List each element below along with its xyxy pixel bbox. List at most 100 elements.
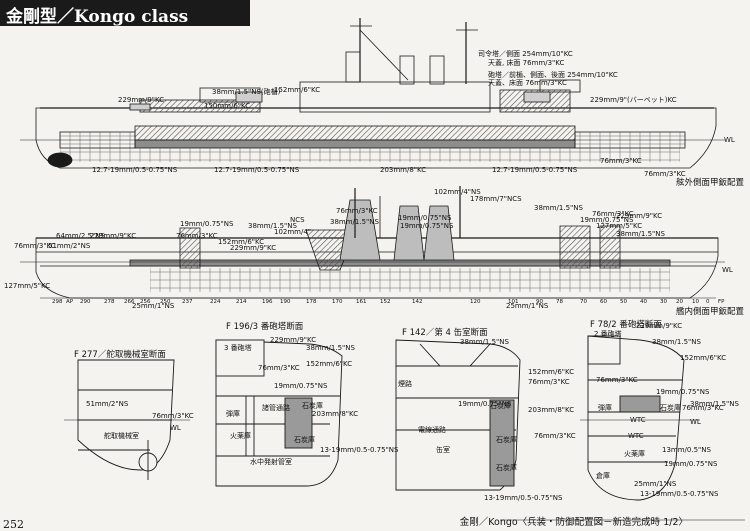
section-label: 2 番砲塔 (594, 330, 622, 338)
outboard-armor-label: 天蓋、床面 76mm/3"KC (488, 79, 567, 87)
section-label: 19mm/0.75"NS (274, 382, 328, 390)
frame-number: 161 (356, 299, 367, 305)
section-label: 13mm/0.5"NS (662, 446, 711, 454)
section-label: 76mm/3"KC (152, 412, 194, 420)
outboard-armor-label: 152mm/6"KC (274, 86, 321, 94)
section-label: 152mm/6"KC (528, 368, 575, 376)
section-label: 76mm/3"KC (534, 432, 576, 440)
section-label: WTC (628, 432, 644, 440)
section-label: 76mm/3"KC (596, 376, 638, 384)
section-label: 舵取機械室 (104, 432, 139, 440)
outboard-armor-label: WL (724, 136, 735, 144)
frame-number: 250 (160, 299, 171, 305)
section-label: 76mm/3"KC (682, 404, 724, 412)
inboard-armor-label: 76mm/3"KC (336, 207, 378, 215)
frame-number: 178 (306, 299, 317, 305)
outboard-armor-label: 229mm/9"KC (118, 96, 165, 104)
outboard-armor-label: 150mm/6"KC (204, 102, 251, 110)
section-label: 38mm/1.5"NS (690, 400, 739, 408)
section-label: 203mm/8"KC (528, 406, 575, 414)
inboard-armor-label: 102mm/4" (274, 228, 312, 236)
section-label: WL (690, 418, 701, 426)
section-label: 弾庫 (598, 404, 612, 412)
frame-number: 78 (556, 299, 563, 305)
section-title: F 196/3 番砲塔断面 (226, 322, 304, 332)
inboard-armor-label: 38mm/1.5"NS (616, 230, 665, 238)
inboard-armor-label: 229mm/9"KC (90, 232, 137, 240)
section-label: 76mm/3"KC (258, 364, 300, 372)
outboard-armor-label: 76mm/3"KC (644, 170, 686, 178)
section-label: 38mm/1.5"NS (460, 338, 509, 346)
inboard-armor-label: 19mm/0.75"NS (400, 222, 454, 230)
section-label: 51mm/2"NS (86, 400, 129, 408)
section-label: 水中発射管室 (250, 458, 292, 466)
frame-number: 196 (262, 299, 273, 305)
title-banner: 金剛型／Kongo class (0, 0, 250, 27)
section-label: 13-19mm/0.5-0.75"NS (320, 446, 399, 454)
outboard-armor-label: 12.7-19mm/0.5-0.75"NS (492, 166, 578, 174)
section-label: 火薬庫 (230, 432, 251, 440)
section-title: F 277／舵取機械室断面 (74, 350, 166, 360)
section-label: WTC (630, 416, 646, 424)
frame-number: 170 (332, 299, 343, 305)
section-label: 19mm/0.75"NS (458, 400, 512, 408)
section-label: 弾庫 (226, 410, 240, 418)
outboard-caption: 舷外側面甲鈑配置 (676, 178, 745, 188)
section-turret2-drawing (580, 335, 700, 501)
inboard-armor-label: 51mm/2"NS (48, 242, 91, 250)
inboard-armor-label: 229mm/9"KC (230, 244, 277, 252)
section-steering-room-drawing (64, 359, 190, 480)
inboard-armor-label: 38mm/1.5"NS (330, 218, 379, 226)
inboard-armor-label: 76mm/3"KC (592, 210, 634, 218)
section-label: 倉庫 (596, 472, 610, 480)
frame-number: 266 (124, 299, 135, 305)
section-label: 13-19mm/0.5-0.75"NS (640, 490, 719, 498)
section-label: 19mm/0.75"NS (664, 460, 718, 468)
section-label: 煙路 (398, 380, 412, 388)
section-label: 石炭庫 (302, 402, 323, 410)
section-label: 25mm/1"NS (634, 480, 677, 488)
section-turret3-drawing (215, 339, 343, 487)
frame-number: FP (718, 299, 725, 305)
inboard-armor-label: 76mm/3"KC (176, 232, 218, 240)
section-label: 3 番砲塔 (224, 344, 252, 352)
frame-number: 50 (620, 299, 627, 305)
inboard-armor-label: 19mm/0.75"NS (180, 220, 234, 228)
section-label: 19mm/0.75"NS (656, 388, 710, 396)
frame-number: 278 (104, 299, 115, 305)
inboard-armor-label: 19mm/0.75"NS (398, 214, 452, 222)
section-label: 229mm/9"KC (636, 322, 683, 330)
frame-number: 190 (280, 299, 291, 305)
inboard-armor-label: 64mm/2.5"NS (56, 232, 105, 240)
frame-number: 0 (706, 299, 710, 305)
section-label: 諸管通路 (262, 404, 290, 412)
frame-number: 237 (182, 299, 193, 305)
frame-number: AP (66, 299, 74, 305)
section-label: 152mm/6"KC (680, 354, 727, 362)
frame-number: 224 (210, 299, 221, 305)
figure-caption: 金剛／Kongo〈兵装・防御配置図－新造完成時 1/2〉 (459, 517, 688, 528)
frame-number: 290 (80, 299, 91, 305)
section-label: 13-19mm/0.5-0.75"NS (484, 494, 563, 502)
inboard-armor-label: 25mm/1"NS (132, 302, 175, 310)
frame-number: 142 (412, 299, 423, 305)
inboard-armor-label: 25mm/1"NS (506, 302, 549, 310)
frame-number: 256 (140, 299, 151, 305)
inboard-armor-label: 229mm/9"KC (616, 212, 663, 220)
section-label: 76mm/3"KC (528, 378, 570, 386)
inboard-armor-label: 38mm/1.5"NS (534, 204, 583, 212)
inboard-profile-drawing (20, 186, 725, 299)
section-label: 229mm/9"KC (270, 336, 317, 344)
frame-number: 30 (660, 299, 667, 305)
frame-number: 60 (600, 299, 607, 305)
outboard-armor-label: 砲塔／前楯、側面、後面 254mm/10"KC (488, 71, 618, 79)
frame-number: 40 (640, 299, 647, 305)
outboard-armor-label: 12.7-19mm/0.5-0.75"NS (92, 166, 178, 174)
section-label: 石炭庫 (660, 404, 681, 412)
inboard-armor-label: 76mm/3"KC (14, 242, 56, 250)
frame-number: 214 (236, 299, 247, 305)
outboard-armor-label: 76mm/3"KC (600, 157, 642, 165)
inboard-armor-label: 178mm/7"NCS (470, 195, 522, 203)
